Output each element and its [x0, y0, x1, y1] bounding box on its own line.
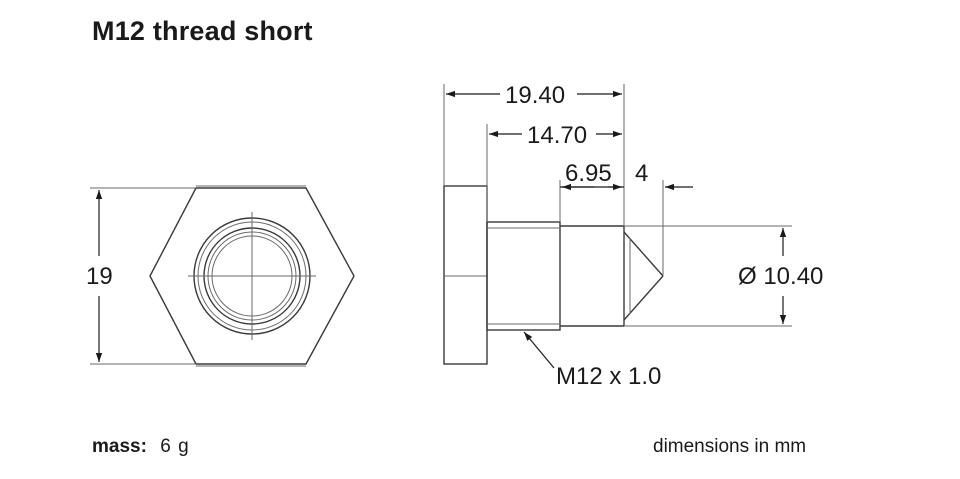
units-note: dimensions in mm	[653, 436, 807, 457]
dimension-tip-diameter: Ø 10.40	[624, 225, 823, 327]
side-view	[443, 185, 664, 365]
mass-value: 6	[160, 436, 173, 457]
dimension-length-to-head: 14.70	[486, 122, 622, 222]
dimension-tip-length-label: 4	[635, 160, 648, 187]
dimension-hex-across-flats: 19	[86, 187, 196, 365]
dimension-overall-length: 19.40	[443, 82, 625, 226]
dimension-thread-and-tip: 6.95 4	[559, 160, 693, 276]
thread-callout-label: M12 x 1.0	[556, 363, 661, 390]
dimension-hex-label: 19	[86, 263, 113, 290]
dimension-thread-length-label: 6.95	[565, 160, 612, 187]
hex-front-view	[149, 185, 355, 367]
mass-unit: g	[178, 436, 189, 457]
thread-callout: M12 x 1.0	[523, 331, 661, 390]
page-title: M12 thread short	[92, 16, 313, 46]
mass-label: mass:	[92, 436, 147, 457]
mass-info: mass: 6 g	[92, 436, 189, 458]
dimension-overall-length-label: 19.40	[505, 82, 565, 109]
dimension-length-to-head-label: 14.70	[527, 122, 587, 149]
dimension-tip-diameter-label: Ø 10.40	[738, 263, 823, 290]
